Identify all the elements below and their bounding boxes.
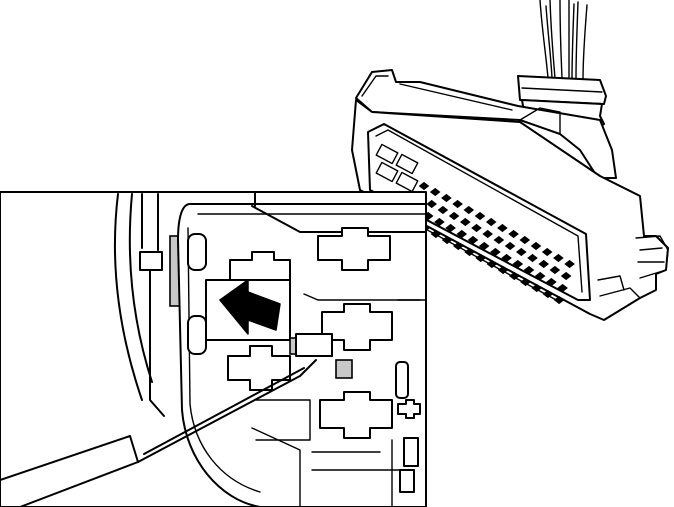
side-slot-top bbox=[187, 233, 207, 271]
connector-pin bbox=[501, 253, 512, 263]
main-connector bbox=[351, 0, 669, 321]
connector-pin bbox=[445, 223, 456, 233]
release-direction-arrow bbox=[219, 279, 281, 335]
connector-pin bbox=[534, 271, 546, 281]
right-keyhole bbox=[397, 399, 421, 419]
connector-pin bbox=[530, 241, 542, 251]
connector-pin bbox=[490, 247, 501, 257]
connector-pin bbox=[504, 241, 516, 251]
connector-pin bbox=[474, 211, 486, 221]
connector-pin bbox=[519, 235, 531, 245]
connector-pin bbox=[512, 259, 524, 269]
connector-pin bbox=[456, 229, 468, 239]
connector-pin bbox=[434, 217, 445, 227]
connector-pin bbox=[478, 241, 490, 251]
connector-pin bbox=[508, 229, 519, 239]
connector-pin bbox=[541, 247, 553, 257]
right-slot-3 bbox=[399, 469, 415, 493]
right-slot-2 bbox=[403, 437, 419, 467]
release-tool-shaft bbox=[137, 359, 317, 463]
wire-bundle bbox=[539, 0, 588, 81]
connector-pin bbox=[459, 217, 471, 227]
connector-pin bbox=[485, 217, 497, 227]
connector-pin bbox=[497, 223, 508, 233]
connector-pin bbox=[448, 211, 460, 221]
connector-pin bbox=[467, 235, 479, 245]
connector-pin bbox=[553, 253, 564, 263]
cavity-r3-c1 bbox=[227, 345, 291, 391]
shell-clip bbox=[139, 251, 163, 271]
connector-pin bbox=[538, 259, 550, 269]
cavity-r2-c2 bbox=[321, 303, 393, 351]
connector-pin bbox=[429, 187, 441, 197]
housing-top bbox=[355, 69, 617, 179]
connector-pin bbox=[471, 223, 482, 233]
connector-pin bbox=[426, 199, 438, 209]
connector-pin bbox=[452, 199, 463, 209]
cavity-r3-c2 bbox=[319, 391, 393, 439]
connector-pin bbox=[546, 277, 557, 287]
connector-pin bbox=[560, 271, 572, 281]
connector-pin bbox=[463, 205, 475, 215]
side-slot-bottom bbox=[187, 315, 207, 355]
connector-pin bbox=[527, 253, 538, 263]
release-tool bbox=[0, 435, 139, 507]
connector-pin bbox=[523, 265, 535, 275]
connector-pin bbox=[564, 259, 575, 269]
cavity-r1-c2 bbox=[317, 227, 391, 271]
detail-inset bbox=[0, 191, 427, 507]
connector-pin bbox=[441, 193, 452, 203]
connector-pin bbox=[493, 235, 505, 245]
release-slot bbox=[295, 333, 333, 357]
right-slot-1 bbox=[395, 361, 409, 399]
connector-pin bbox=[482, 229, 494, 239]
connector-pin bbox=[557, 283, 568, 293]
connector-pin bbox=[437, 205, 449, 215]
connector-pin bbox=[418, 181, 430, 191]
connector-pin bbox=[549, 265, 561, 275]
release-slot-shade-right bbox=[335, 359, 353, 379]
connector-pin bbox=[515, 247, 527, 257]
